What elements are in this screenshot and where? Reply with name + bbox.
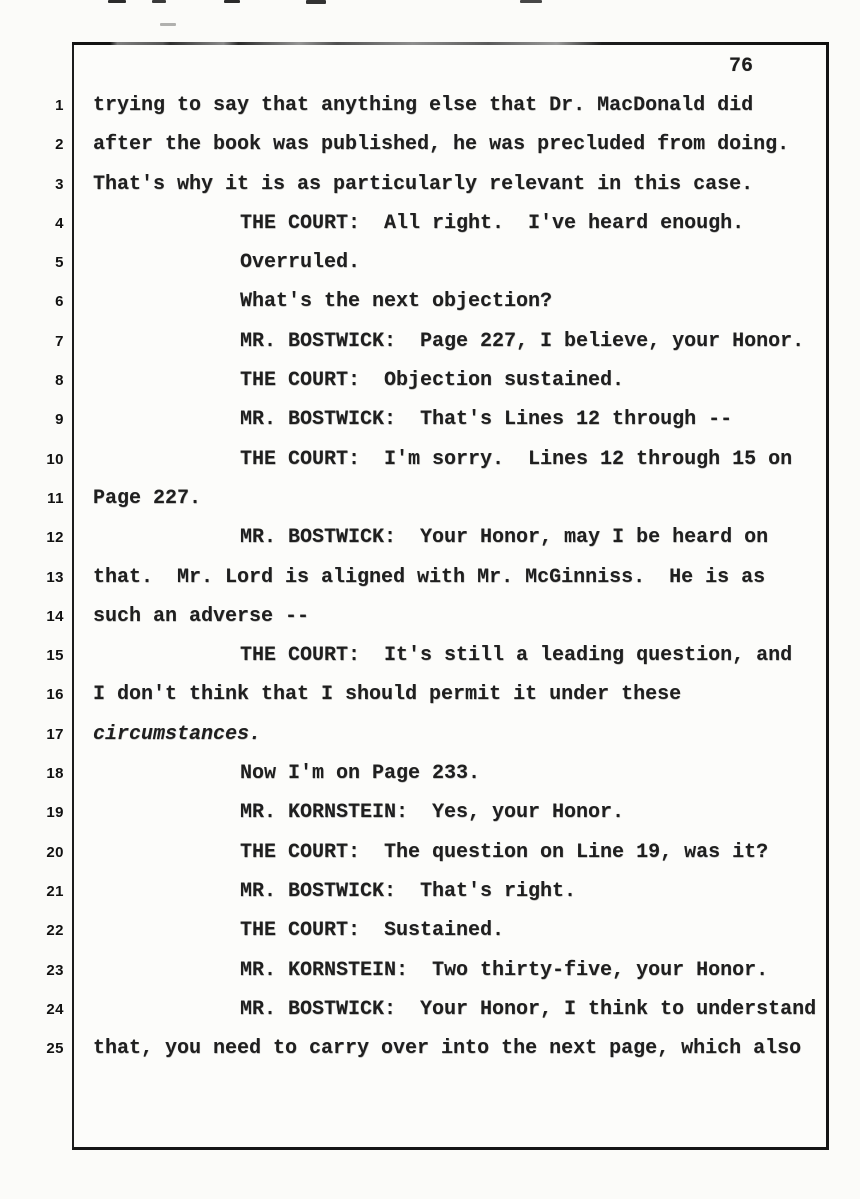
transcript-line: 15 THE COURT: It's still a leading quest… <box>0 644 860 683</box>
line-number: 16 <box>46 686 64 704</box>
scan-artifact <box>520 0 542 3</box>
line-text: THE COURT: I'm sorry. Lines 12 through 1… <box>240 447 793 471</box>
transcript-line: 3 That's why it is as particularly relev… <box>0 173 860 212</box>
transcript-line: 17 circumstances. <box>0 723 860 762</box>
line-text: THE COURT: Sustained. <box>240 919 505 943</box>
line-text: That's why it is as particularly relevan… <box>93 172 754 196</box>
line-text: Page 227. <box>93 486 202 510</box>
line-text: MR. BOSTWICK: Your Honor, I think to und… <box>240 997 817 1021</box>
line-number: 14 <box>46 607 64 625</box>
line-number: 2 <box>55 136 64 154</box>
line-number: 6 <box>55 293 64 311</box>
line-text: What's the next objection? <box>240 290 553 314</box>
line-number: 8 <box>55 372 64 390</box>
transcript-line: 7 MR. BOSTWICK: Page 227, I believe, you… <box>0 330 860 369</box>
transcript-line: 23 MR. KORNSTEIN: Two thirty-five, your … <box>0 959 860 998</box>
line-text: THE COURT: Objection sustained. <box>240 369 625 393</box>
line-text: such an adverse -- <box>93 604 310 628</box>
transcript-line: 21 MR. BOSTWICK: That's right. <box>0 880 860 919</box>
transcript-line: 9 MR. BOSTWICK: That's Lines 12 through … <box>0 408 860 447</box>
line-number: 18 <box>46 765 64 783</box>
line-text: trying to say that anything else that Dr… <box>93 94 754 117</box>
line-text: circumstances. <box>93 722 262 746</box>
transcript-line: 20 THE COURT: The question on Line 19, w… <box>0 841 860 880</box>
line-text: that, you need to carry over into the ne… <box>93 1037 802 1061</box>
transcript-line: 11 Page 227. <box>0 487 860 526</box>
transcript-line: 19 MR. KORNSTEIN: Yes, your Honor. <box>0 801 860 840</box>
line-number: 10 <box>46 450 64 468</box>
line-text: MR. BOSTWICK: Page 227, I believe, your … <box>240 329 805 353</box>
line-number: 20 <box>46 843 64 861</box>
page-number: 76 <box>729 55 754 78</box>
line-text: MR. BOSTWICK: Your Honor, may I be heard… <box>240 526 769 550</box>
line-number: 21 <box>46 882 64 900</box>
scan-artifact <box>306 0 326 4</box>
line-number: 1 <box>55 97 64 114</box>
page-border-frame <box>72 42 829 1150</box>
transcript-lines: 1 trying to say that anything else that … <box>0 94 860 1076</box>
line-text: MR. KORNSTEIN: Two thirty-five, your Hon… <box>240 958 769 982</box>
line-number: 9 <box>55 411 64 429</box>
line-number: 11 <box>47 489 64 507</box>
transcript-line: 16 I don't think that I should permit it… <box>0 683 860 722</box>
line-number: 12 <box>46 529 64 547</box>
line-text: MR. KORNSTEIN: Yes, your Honor. <box>240 801 625 825</box>
scan-artifact <box>152 0 166 3</box>
line-number: 17 <box>46 725 64 743</box>
transcript-line: 10 THE COURT: I'm sorry. Lines 12 throug… <box>0 448 860 487</box>
line-number: 25 <box>46 1040 64 1058</box>
scan-artifact <box>224 0 240 3</box>
line-number: 24 <box>46 1000 64 1018</box>
line-text: THE COURT: All right. I've heard enough. <box>240 211 745 235</box>
line-number: 22 <box>46 922 64 940</box>
line-text: I don't think that I should permit it un… <box>93 683 682 707</box>
line-text: that. Mr. Lord is aligned with Mr. McGin… <box>93 565 766 589</box>
transcript-line: 13 that. Mr. Lord is aligned with Mr. Mc… <box>0 566 860 605</box>
transcript-line: 18 Now I'm on Page 233. <box>0 762 860 801</box>
line-number: 15 <box>46 647 64 665</box>
transcript-line: 24 MR. BOSTWICK: Your Honor, I think to … <box>0 998 860 1037</box>
line-number: 5 <box>55 254 64 272</box>
transcript-line: 2 after the book was published, he was p… <box>0 133 860 172</box>
line-text: THE COURT: The question on Line 19, was … <box>240 840 769 864</box>
line-number: 7 <box>55 332 64 350</box>
transcript-line: 4 THE COURT: All right. I've heard enoug… <box>0 212 860 251</box>
scan-artifact <box>160 23 176 26</box>
line-number: 3 <box>55 175 64 193</box>
line-number: 19 <box>46 804 64 822</box>
line-text: after the book was published, he was pre… <box>93 133 790 157</box>
line-text: MR. BOSTWICK: That's right. <box>240 879 577 903</box>
transcript-line: 6 What's the next objection? <box>0 290 860 329</box>
line-text: THE COURT: It's still a leading question… <box>240 644 793 668</box>
transcript-line: 22 THE COURT: Sustained. <box>0 919 860 958</box>
transcript-line: 14 such an adverse -- <box>0 605 860 644</box>
line-number: 23 <box>46 961 64 979</box>
line-number: 13 <box>46 568 64 586</box>
line-text: Overruled. <box>240 251 361 275</box>
scan-artifact <box>108 0 126 3</box>
transcript-line: 5 Overruled. <box>0 251 860 290</box>
transcript-line: 12 MR. BOSTWICK: Your Honor, may I be he… <box>0 526 860 565</box>
transcript-line: 25 that, you need to carry over into the… <box>0 1037 860 1076</box>
transcript-line: 1 trying to say that anything else that … <box>0 94 860 133</box>
line-number: 4 <box>55 214 64 232</box>
line-text: MR. BOSTWICK: That's Lines 12 through -- <box>240 408 733 432</box>
line-text: Now I'm on Page 233. <box>240 762 481 786</box>
transcript-line: 8 THE COURT: Objection sustained. <box>0 369 860 408</box>
